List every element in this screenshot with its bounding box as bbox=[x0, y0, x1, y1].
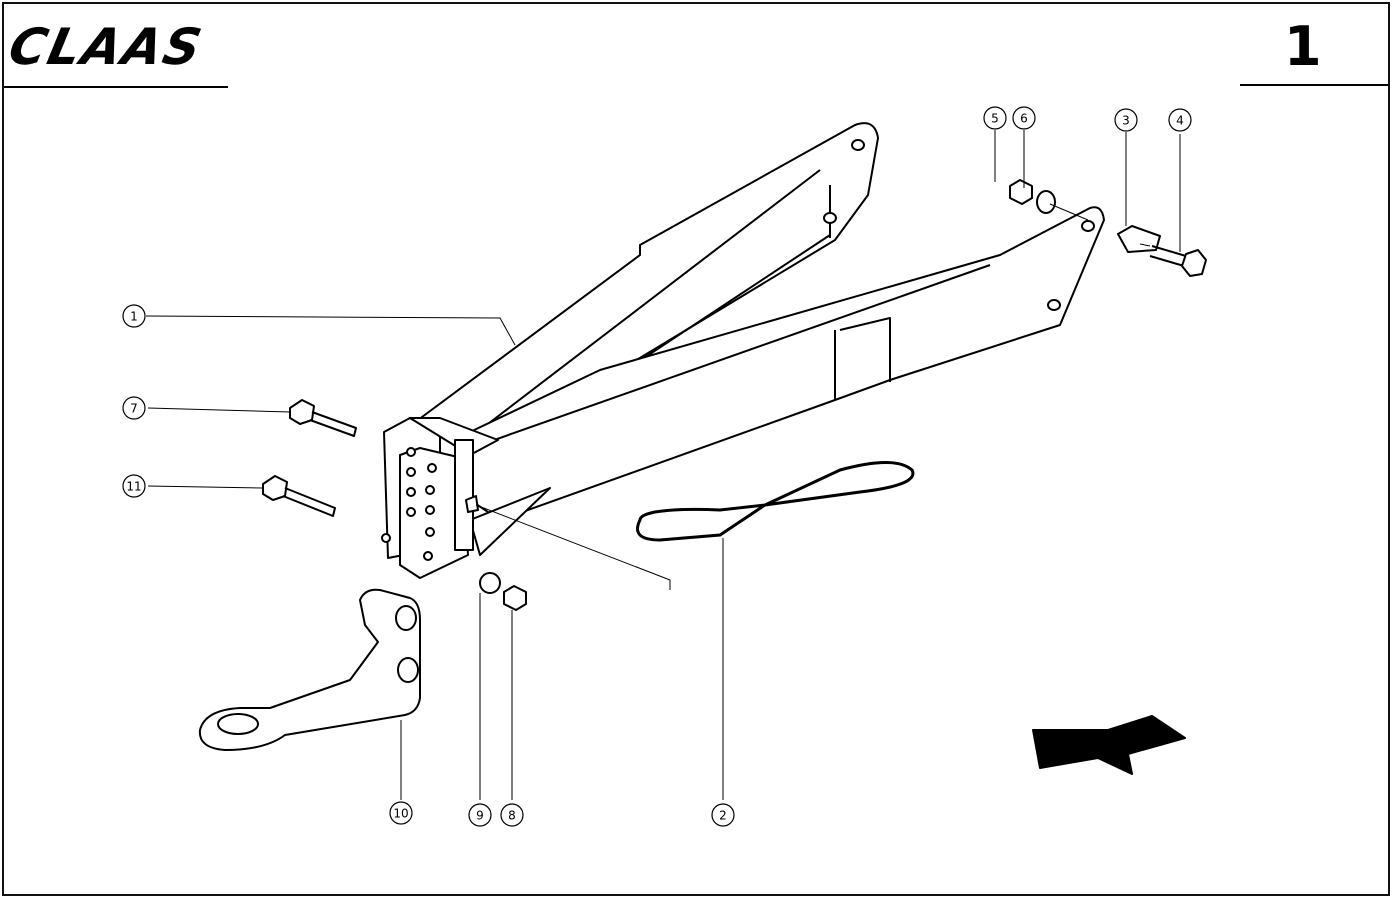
callout-circle bbox=[468, 803, 492, 827]
leader-lines bbox=[145, 130, 1181, 800]
bushing-3-icon bbox=[1117, 225, 1161, 253]
callout-2: 2 bbox=[711, 803, 735, 827]
callout-label: 5 bbox=[991, 112, 999, 126]
lower-arm-hole-1 bbox=[1081, 220, 1095, 232]
washer-9-icon bbox=[479, 572, 501, 594]
logo-underline bbox=[4, 86, 228, 88]
lower-arm-hole-2 bbox=[1047, 299, 1061, 311]
callout-circle bbox=[1012, 106, 1036, 130]
callout-8: 8 bbox=[500, 803, 524, 827]
callout-label: 3 bbox=[1122, 114, 1130, 128]
page-number-underline bbox=[1240, 84, 1388, 86]
frame-brace bbox=[469, 487, 551, 556]
callout-circle bbox=[122, 304, 146, 328]
direction-arrow bbox=[1032, 715, 1186, 775]
callout-circle bbox=[1114, 108, 1138, 132]
callout-circle bbox=[389, 801, 413, 825]
callout-label: 1 bbox=[130, 310, 138, 324]
callout-label: 2 bbox=[719, 809, 727, 823]
drawbar-eye bbox=[198, 588, 421, 751]
mounting-bracket bbox=[454, 439, 474, 551]
drawbar-pin-hole-bottom bbox=[397, 657, 419, 683]
callout-circle bbox=[711, 803, 735, 827]
v-belt-icon bbox=[636, 461, 915, 542]
callout-6: 6 bbox=[1012, 106, 1036, 130]
page-number: 1 bbox=[1284, 15, 1322, 78]
callout-label: 10 bbox=[393, 807, 408, 821]
callout-label: 6 bbox=[1020, 112, 1028, 126]
callout-10: 10 bbox=[389, 801, 413, 825]
upper-arm-hole-2 bbox=[823, 212, 837, 224]
callout-circle bbox=[122, 396, 146, 420]
callout-9: 9 bbox=[468, 803, 492, 827]
mounting-flange bbox=[409, 417, 499, 456]
callout-circle bbox=[500, 803, 524, 827]
callout-circle bbox=[1168, 108, 1192, 132]
callout-label: 9 bbox=[476, 809, 484, 823]
hinge-marker bbox=[465, 495, 479, 513]
callout-circle bbox=[983, 106, 1007, 130]
callout-label: 11 bbox=[126, 480, 141, 494]
callout-3: 3 bbox=[1114, 108, 1138, 132]
frame-lower-arm bbox=[469, 206, 1105, 521]
callout-layer: 1 2 3 4 5 6 7 8 9 10 11 bbox=[122, 106, 1192, 827]
callout-4: 4 bbox=[1168, 108, 1192, 132]
callout-5: 5 bbox=[983, 106, 1007, 130]
callout-7: 7 bbox=[122, 396, 146, 420]
bolt-7-icon bbox=[289, 399, 357, 437]
frame-upper-arm bbox=[417, 122, 879, 446]
bolt-4-icon bbox=[1149, 245, 1207, 277]
frame-lower-arm-inner bbox=[479, 264, 991, 446]
washer-6-icon bbox=[1036, 190, 1056, 214]
upper-arm-hole-1 bbox=[851, 139, 865, 151]
callout-1: 1 bbox=[122, 304, 146, 328]
callout-label: 8 bbox=[508, 809, 516, 823]
bolt-11-icon bbox=[262, 475, 336, 517]
callout-label: 4 bbox=[1176, 114, 1184, 128]
nut-8-icon bbox=[503, 585, 527, 611]
drawbar-pin-hole-top bbox=[395, 605, 417, 631]
callout-circle bbox=[122, 474, 146, 498]
callout-11: 11 bbox=[122, 474, 146, 498]
drawbar-eye-hole bbox=[217, 713, 259, 735]
callout-label: 7 bbox=[130, 402, 138, 416]
nut-5-icon bbox=[1009, 179, 1033, 205]
